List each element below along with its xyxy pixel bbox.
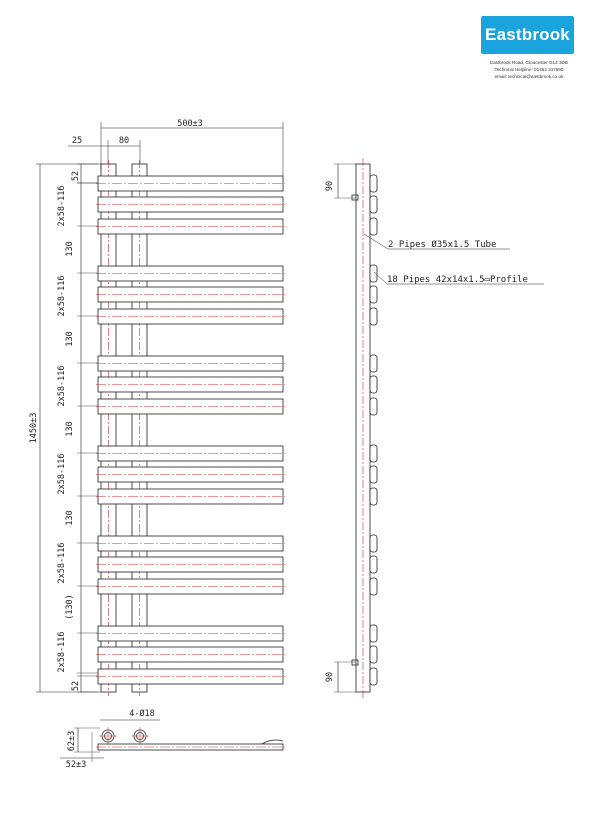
profiles-label: 18 Pipes 42x14x1.5▭Profile [387, 275, 528, 285]
pipes-leader [363, 233, 389, 250]
side-profile [369, 444, 378, 463]
side-profile [369, 487, 378, 506]
side-profile [369, 375, 378, 394]
side-profile [369, 534, 378, 553]
holes-dim: 4-Ø18 [129, 708, 155, 719]
front-view-dimensions [36, 122, 284, 693]
group-dim: 2x58-116 [57, 454, 67, 495]
side-view: 2 Pipes Ø35x1.5 Tube 18 Pipes 42x14x1.5▭… [325, 158, 544, 698]
gap-dim: (130) [65, 594, 75, 620]
eastbrook-logo: Eastbrook [481, 16, 574, 54]
bracket [351, 194, 359, 201]
front-view [96, 160, 285, 696]
height-dim: 1450±3 [29, 413, 39, 444]
side-profile [369, 354, 378, 373]
technical-email: email: technical@eastbrook.co.uk [494, 74, 564, 79]
pipe-spacing-dim: 80 [119, 136, 129, 146]
plan-bar-end [261, 739, 284, 745]
group-dim: 2x58-116 [57, 276, 67, 317]
side-profile [369, 174, 378, 193]
side-profile [369, 397, 378, 416]
side-profile [369, 465, 378, 484]
side-profile [369, 264, 378, 283]
technical-helpline: Technical Helpline: 01452 317890 [494, 67, 564, 72]
logo-text: Eastbrook [485, 25, 570, 44]
side-profile [369, 624, 378, 643]
side-profile [369, 285, 378, 304]
depth-dim: 62±3 [67, 731, 77, 751]
offset-dim: 25 [72, 136, 82, 146]
side-profile [369, 217, 378, 236]
side-profile [369, 555, 378, 574]
top-dim: 52 [71, 171, 81, 181]
side-bottom-dim: 90 [325, 672, 335, 682]
company-address: Eastbrook Road, Gloucester GL4 3DB [490, 60, 568, 65]
side-top-dim: 90 [325, 181, 335, 191]
group-dim: 2x58-116 [57, 543, 67, 584]
group-dim: 2x58-116 [57, 366, 67, 407]
side-profile [369, 645, 378, 664]
gap-dim: 130 [65, 421, 75, 436]
side-profile [369, 195, 378, 214]
wall-dim: 52±3 [66, 760, 86, 770]
plan-view: 4-Ø18 62±3 52±3 [60, 708, 285, 770]
side-profile [369, 577, 378, 596]
group-dim: 2x58-116 [57, 632, 67, 673]
pipes-label: 2 Pipes Ø35x1.5 Tube [388, 239, 496, 250]
side-profile [369, 667, 378, 686]
profiles-leader [373, 271, 388, 285]
bracket [351, 659, 359, 666]
bottom-dim: 52 [71, 681, 81, 691]
side-profile [369, 307, 378, 326]
gap-dim: 130 [65, 241, 75, 256]
width-dim: 500±3 [177, 119, 203, 129]
group-dim: 2x58-116 [57, 186, 67, 227]
gap-dim: 130 [65, 510, 75, 525]
gap-dim: 130 [65, 331, 75, 346]
